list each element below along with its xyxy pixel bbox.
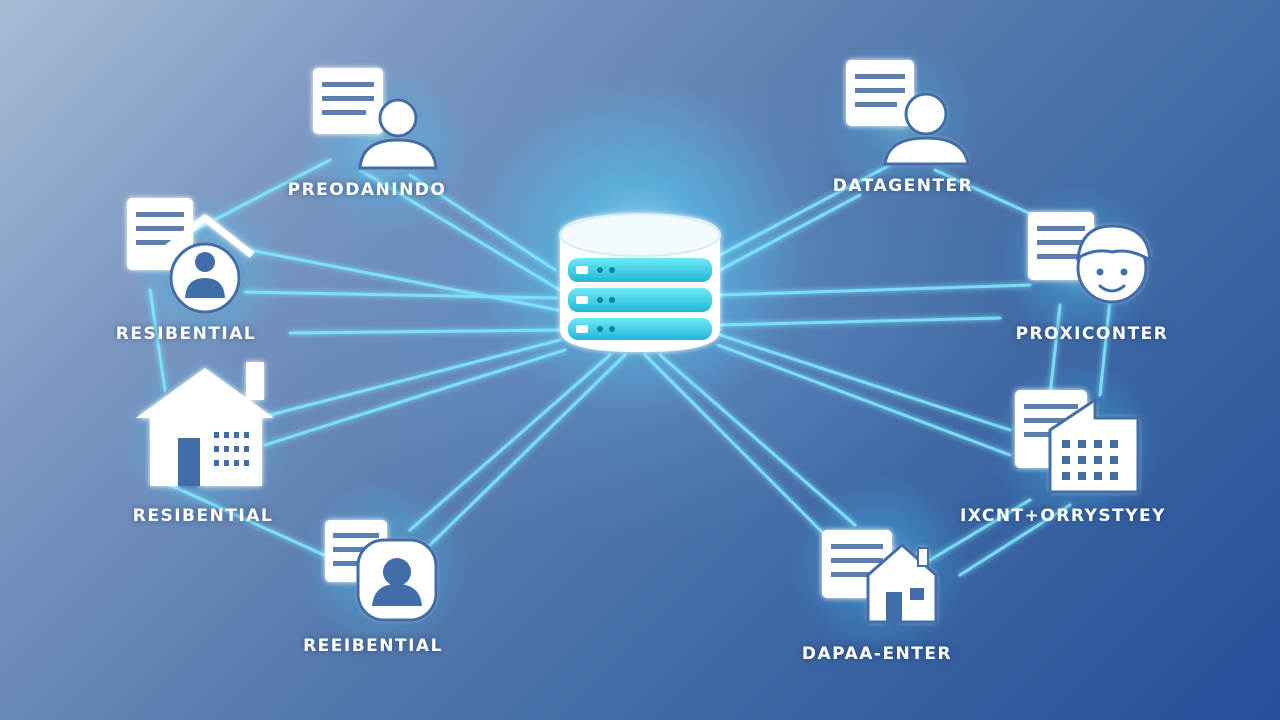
label-bottom-left: REEIBENTIAL bbox=[303, 636, 443, 656]
node-top-left-icon bbox=[313, 68, 438, 170]
link-ring-2 bbox=[148, 288, 167, 392]
link-ring-8 bbox=[958, 503, 1072, 577]
link-hub-bottom-right-b bbox=[643, 353, 832, 542]
label-top-left: PREODANINDO bbox=[287, 180, 447, 200]
link-hub-left-upper bbox=[243, 290, 558, 300]
label-right-upper: PROXICONTER bbox=[1015, 324, 1169, 344]
link-ring-3 bbox=[168, 483, 337, 562]
link-hub-top-right bbox=[718, 163, 892, 257]
database-icon bbox=[559, 213, 721, 352]
connection-lines bbox=[148, 158, 1112, 577]
label-left-mid: RESIBENTIAL bbox=[132, 506, 274, 526]
node-bottom-right-icon bbox=[822, 530, 938, 624]
node-bottom-left-icon bbox=[325, 520, 438, 622]
label-right-mid: IXCNT+ORRYSTYEY bbox=[960, 506, 1166, 526]
link-hub-left-label bbox=[288, 328, 562, 335]
link-hub-right-upper bbox=[718, 283, 1032, 297]
link-hub-top-right-b bbox=[718, 193, 862, 272]
link-hub-bottom-left-b bbox=[428, 353, 627, 547]
node-left-upper-icon bbox=[127, 198, 255, 314]
label-top-right: DATAGENTER bbox=[832, 176, 974, 196]
link-ring-7 bbox=[928, 498, 1032, 562]
link-hub-left-upper-b bbox=[248, 248, 560, 312]
link-hub-left-mid bbox=[268, 338, 562, 417]
label-bottom-right: DAPAA-ENTER bbox=[801, 644, 953, 664]
link-ring-1 bbox=[193, 158, 332, 232]
link-hub-right-mid-b bbox=[716, 343, 1012, 457]
node-top-right-icon bbox=[846, 60, 970, 166]
link-ring-6 bbox=[1098, 298, 1112, 397]
link-hub-bottom-right bbox=[658, 353, 857, 527]
link-hub-right-mid bbox=[718, 333, 1012, 432]
node-right-upper-icon bbox=[1028, 212, 1152, 304]
link-hub-left-mid-b bbox=[263, 348, 567, 447]
node-right-mid-icon bbox=[1015, 390, 1140, 494]
link-ring-5 bbox=[1048, 303, 1062, 397]
label-left-upper: RESIBENTIAL bbox=[115, 324, 257, 344]
link-hub-top-left-b bbox=[358, 168, 562, 292]
link-hub-right-label bbox=[718, 316, 1002, 327]
link-hub-bottom-left bbox=[408, 353, 612, 532]
node-left-mid-icon bbox=[136, 362, 274, 486]
link-hub-top-left bbox=[408, 173, 557, 272]
